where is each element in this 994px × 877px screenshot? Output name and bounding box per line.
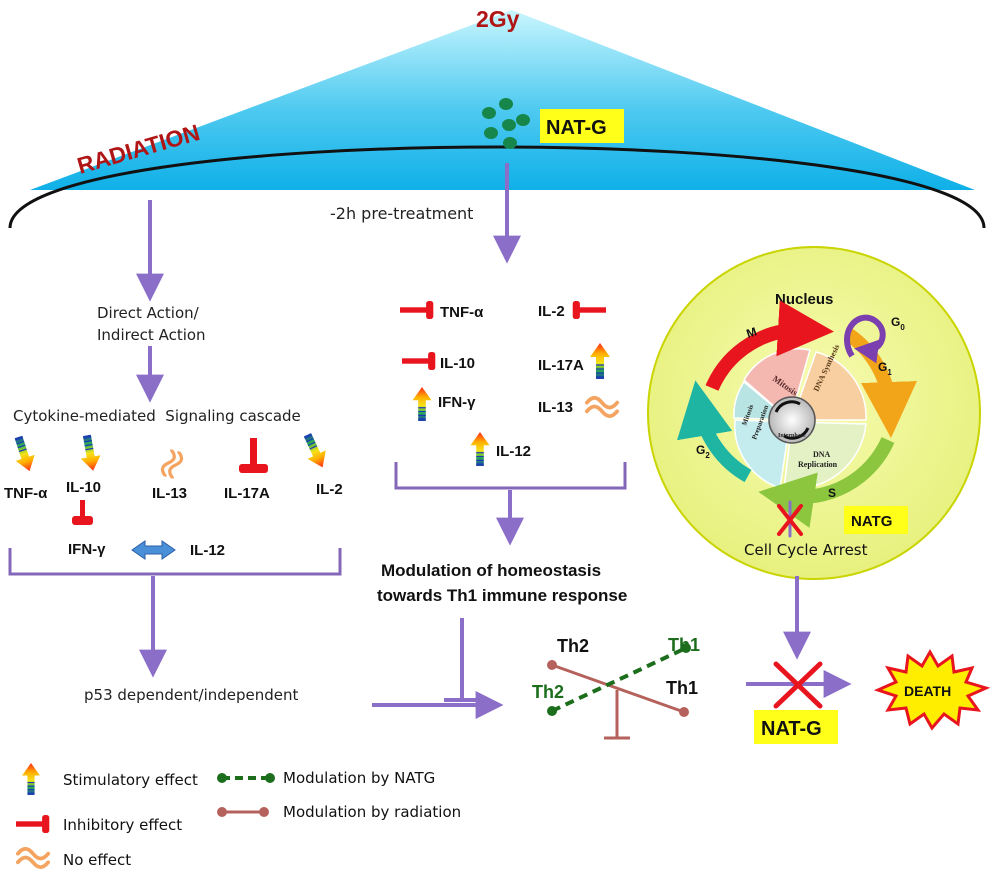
interphase-label: Interphase	[778, 433, 806, 439]
dose-label: 2Gy	[476, 6, 520, 32]
mid-ifn-stim-icon	[412, 387, 432, 421]
seesaw-th2-bottom: Th2	[532, 682, 564, 702]
s-phase-arrow	[758, 437, 895, 528]
legend-inhibitory: Inhibitory effect	[63, 816, 182, 834]
pretreatment-label: -2h pre-treatment	[330, 204, 473, 223]
seesaw-th1-top: Th1	[668, 635, 700, 655]
mid-il13: IL-13	[538, 399, 573, 416]
nat-g-label-top: NAT-G	[546, 117, 607, 139]
legend-radiation-line-icon	[217, 807, 269, 817]
g0-loop-arrow	[844, 314, 886, 364]
interphase-hub	[768, 396, 816, 444]
m-phase-arrow	[705, 300, 834, 391]
nat-g-particles	[482, 98, 530, 149]
modulation-line-1: Modulation of homeostasis	[381, 561, 601, 580]
cell-cycle-block-icon	[777, 500, 803, 538]
mid-il2-inhibit-icon	[572, 301, 606, 319]
mid-il10-inhibit-icon	[402, 352, 436, 370]
bidirectional-arrow-icon	[131, 540, 176, 560]
natg-modulation-line	[551, 646, 687, 713]
mid-ifn-gamma: IFN-γ	[438, 394, 476, 411]
middle-bracket	[394, 462, 627, 490]
cell-cycle-arrest-label: Cell Cycle Arrest	[744, 541, 868, 559]
legend-no-effect: No effect	[63, 851, 131, 869]
modulation-line-2: towards Th1 immune response	[377, 586, 627, 605]
tnf-alpha-stim-icon	[8, 433, 40, 475]
mid-il12-stim-icon	[470, 432, 490, 466]
legend-no-effect-icon	[18, 849, 48, 867]
left-bracket	[8, 548, 342, 576]
mid-il17a: IL-17A	[538, 357, 584, 374]
nat-g-box-top	[540, 109, 624, 143]
dna-replication-label-1: DNA	[813, 450, 831, 459]
radiation-modulation-line	[551, 663, 685, 714]
nat-g-box-bottom	[754, 710, 838, 744]
mid-il2: IL-2	[538, 303, 565, 320]
legend-natg-line-icon	[217, 773, 275, 783]
il13-no-effect-icon	[159, 447, 185, 481]
dna-replication-label-2: Replication	[798, 460, 838, 469]
il17a-inhibit-icon	[239, 438, 268, 473]
phase-m-label: M	[745, 324, 759, 340]
legend-inhibit-icon	[16, 815, 50, 833]
p53-label: p53 dependent/independent	[84, 686, 299, 704]
left-il10: IL-10	[66, 479, 101, 496]
seesaw-th1-bottom: Th1	[666, 678, 698, 698]
left-ifn-gamma: IFN-γ	[68, 541, 106, 558]
phase-g1-label: G1	[878, 360, 892, 377]
il10-inhibit-ifn-icon	[72, 500, 93, 525]
th1-th2-seesaw	[547, 643, 691, 740]
legend-stim-icon	[22, 763, 40, 795]
mid-il13-no-effect-icon	[587, 398, 617, 416]
death-label: DEATH	[904, 683, 951, 699]
cell-membrane-arc	[8, 145, 986, 229]
action-label-2: Indirect Action	[97, 326, 206, 344]
mid-il17a-stim-icon	[590, 343, 610, 379]
action-label-1: Direct Action/	[97, 304, 200, 322]
left-il2: IL-2	[316, 481, 343, 498]
death-block-icon	[773, 661, 823, 709]
seesaw-th2-top: Th2	[557, 636, 589, 656]
left-tnf-alpha: TNF-α	[4, 485, 48, 502]
cell-cycle-wheel	[677, 300, 917, 528]
phase-g0-label: G0	[891, 315, 905, 332]
il10-stim-icon	[77, 433, 103, 473]
nat-g-label-bottom: NAT-G	[761, 718, 822, 740]
phase-s-label: S	[828, 486, 836, 500]
nucleus-title: Nucleus	[775, 291, 833, 308]
mid-il10: IL-10	[440, 355, 475, 372]
cascade-label: Cytokine-mediated Signaling cascade	[13, 407, 301, 425]
phase-g2-label: G2	[696, 443, 710, 460]
il2-stim-icon	[298, 430, 332, 472]
left-il17a: IL-17A	[224, 485, 270, 502]
left-il13: IL-13	[152, 485, 187, 502]
g2-phase-arrow	[677, 380, 752, 483]
natg-box-nucleus	[844, 506, 908, 534]
natg-label-nucleus: NATG	[851, 513, 892, 530]
legend-by-radiation: Modulation by radiation	[283, 803, 461, 821]
left-il12: IL-12	[190, 542, 225, 559]
legend-by-natg: Modulation by NATG	[283, 769, 435, 787]
death-burst	[873, 648, 991, 731]
mid-tnf-inhibit-icon	[400, 301, 434, 319]
mid-tnf-alpha: TNF-α	[440, 304, 484, 321]
mid-il12: IL-12	[496, 443, 531, 460]
legend-stimulatory: Stimulatory effect	[63, 771, 198, 789]
